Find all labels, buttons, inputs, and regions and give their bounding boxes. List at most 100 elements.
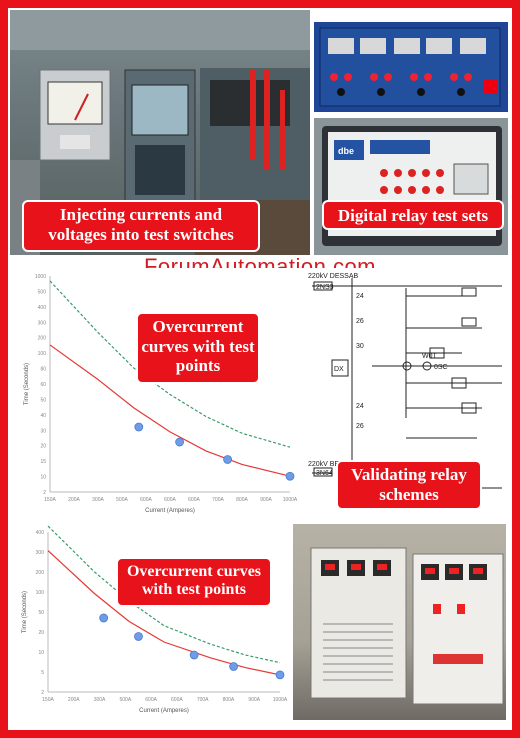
- y-tick-label: 2: [41, 690, 44, 696]
- x-tick-label: 1000A: [273, 697, 288, 703]
- dashed-curve: [47, 525, 281, 664]
- svg-text:220kV BESSO: 220kV BESSO: [308, 461, 354, 468]
- test-point: [285, 471, 295, 481]
- svg-text:30: 30: [356, 343, 364, 350]
- caption-relay-test-sets: Digital relay test sets: [322, 200, 504, 230]
- svg-text:0SC: 0SC: [434, 364, 448, 371]
- y-tick-label: 80: [40, 367, 46, 373]
- caption-overcurrent-1-line3: points: [175, 356, 221, 376]
- x-axis-label: Current (Amperes): [139, 708, 189, 714]
- switchgear-photo: [10, 10, 310, 255]
- y-tick-label: 20: [38, 630, 44, 636]
- test-point: [223, 455, 233, 464]
- svg-text:dbe: dbe: [338, 146, 354, 156]
- x-tick-label: 150A: [42, 697, 54, 703]
- y-tick-label: 40: [40, 413, 46, 419]
- x-tick-label: 600A: [145, 697, 157, 703]
- y-tick-label: 1000: [35, 274, 46, 280]
- caption-overcurrent-1: Overcurrent curves with test points: [136, 312, 260, 384]
- x-tick-label: 200A: [68, 497, 80, 503]
- svg-text:2NS3: 2NS3: [316, 284, 334, 291]
- x-tick-label: 150A: [44, 497, 56, 503]
- x-tick-label: 900A: [260, 497, 272, 503]
- test-point: [99, 613, 109, 623]
- x-tick-label: 700A: [212, 497, 224, 503]
- svg-text:26: 26: [356, 318, 364, 325]
- y-tick-label: 60: [40, 382, 46, 388]
- y-tick-label: 50: [40, 397, 46, 403]
- y-tick-label: 200: [36, 570, 45, 576]
- caption-overcurrent-2-line1: Overcurrent curves: [126, 563, 262, 580]
- x-tick-label: 800A: [223, 697, 235, 703]
- x-tick-label: 1000A: [283, 497, 298, 503]
- x-tick-label: 300A: [92, 497, 104, 503]
- caption-test-switches: Injecting currents and voltages into tes…: [22, 200, 260, 252]
- y-tick-label: 50: [38, 610, 44, 616]
- y-tick-label: 20: [40, 444, 46, 450]
- caption-test-switches-line2: voltages into test switches: [48, 224, 234, 244]
- y-axis-label: Time (Seconds): [24, 363, 30, 405]
- test-point: [175, 437, 185, 447]
- svg-text:3N64: 3N64: [316, 470, 333, 477]
- x-tick-label: 500A: [119, 697, 131, 703]
- x-axis-label: Current (Amperes): [145, 508, 195, 514]
- svg-text:W0T: W0T: [422, 353, 438, 360]
- caption-relay-schemes-line2: schemes: [379, 484, 439, 504]
- x-tick-label: 800A: [236, 497, 248, 503]
- y-tick-label: 200: [38, 336, 47, 342]
- x-tick-label: 300A: [94, 697, 106, 703]
- relay-scheme-svg: 220kV DESSAB 2NS3 24 26 30 DX W0T 0SC 24…: [308, 273, 502, 508]
- y-tick-label: 100: [36, 590, 45, 596]
- y-axis-label: Time (Seconds): [22, 591, 28, 633]
- y-tick-label: 10: [40, 475, 46, 481]
- caption-overcurrent-2-line2: with test points: [141, 581, 246, 599]
- x-tick-label: 700A: [197, 697, 209, 703]
- caption-overcurrent-1-line1: Overcurrent: [152, 317, 244, 336]
- y-tick-label: 400: [38, 305, 47, 311]
- y-tick-label: 30: [40, 428, 46, 434]
- svg-text:24: 24: [356, 293, 364, 300]
- test-point: [134, 422, 144, 432]
- y-tick-label: 300: [36, 550, 45, 556]
- x-tick-label: 600A: [140, 497, 152, 503]
- svg-text:DX: DX: [334, 366, 344, 373]
- svg-text:26: 26: [356, 423, 364, 430]
- y-tick-label: 5: [41, 670, 44, 676]
- caption-relay-schemes: Validating relay schemes: [336, 460, 482, 510]
- overcurrent-chart-1-svg: 100050040030020010080605040302015102150A…: [24, 274, 298, 514]
- relay-test-set-photo-1: [314, 22, 508, 112]
- x-tick-label: 500A: [116, 497, 128, 503]
- y-tick-label: 400: [36, 530, 45, 536]
- solid-curve: [49, 344, 291, 477]
- x-tick-label: 900A: [248, 697, 260, 703]
- relay-test-set-illustration-2: dbe: [322, 126, 502, 246]
- x-tick-label: 600A: [164, 497, 176, 503]
- relay-test-set-illustration-1: [314, 22, 508, 112]
- test-point: [229, 662, 239, 671]
- switchgear-illustration: [10, 10, 310, 255]
- dashed-curve: [49, 280, 291, 448]
- x-tick-label: 600A: [188, 497, 200, 503]
- relay-test-set-photo-2: dbe: [314, 118, 508, 255]
- y-tick-label: 2: [43, 490, 46, 496]
- caption-relay-schemes-line1: Validating relay: [351, 465, 467, 484]
- caption-test-switches-line1: Injecting currents and: [59, 205, 223, 224]
- test-point: [134, 632, 143, 641]
- test-cabinets-illustration: [310, 547, 504, 705]
- test-point: [189, 650, 199, 660]
- test-point: [275, 670, 285, 680]
- y-tick-label: 10: [38, 650, 44, 656]
- caption-overcurrent-1-line2: curves with test: [141, 336, 255, 356]
- test-cabinets-photo: [293, 524, 506, 720]
- svg-text:24: 24: [356, 403, 364, 410]
- x-tick-label: 200A: [68, 697, 80, 703]
- solid-curve: [47, 550, 281, 676]
- svg-text:220kV DESSAB: 220kV DESSAB: [308, 273, 359, 280]
- y-tick-label: 100: [38, 351, 47, 357]
- caption-overcurrent-2: Overcurrent curves with test points: [116, 557, 272, 607]
- y-tick-label: 300: [38, 320, 47, 326]
- x-tick-label: 600A: [171, 697, 183, 703]
